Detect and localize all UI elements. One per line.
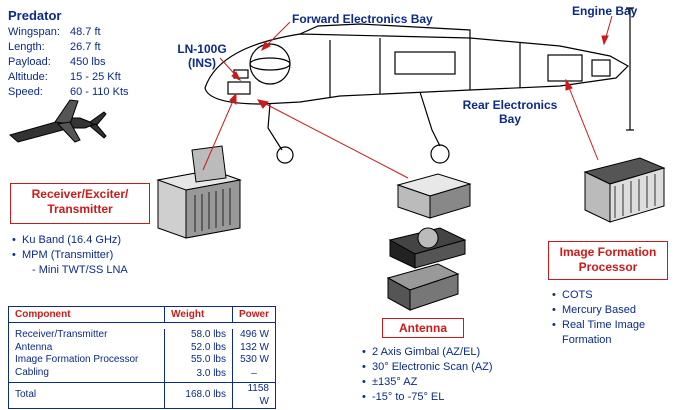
- ln100g-label: LN-100G (INS): [177, 42, 227, 70]
- table-total-row: Total 168.0 lbs 1158 W: [7, 382, 277, 409]
- table-row: Receiver/Transmitter 58.0 lbs 496 W: [7, 329, 277, 342]
- spec-wingspan: Wingspan:48.7 ft: [8, 26, 101, 38]
- ifp-hardware: [583, 157, 666, 223]
- rex-sub-bullet: - Mini TWT/SS LNA: [32, 264, 128, 276]
- engine-bay-label: Engine Bay: [572, 4, 638, 18]
- antenna-label-box: Antenna: [382, 318, 464, 338]
- rex-hardware: [156, 145, 242, 239]
- rex-bullet-2: •MPM (Transmitter): [12, 249, 114, 261]
- antenna-bullet-3: •±135° AZ: [362, 376, 418, 388]
- ifp-bullet-2: •Mercury Based: [552, 304, 636, 316]
- antenna-bullet-2: •30° Electronic Scan (AZ): [362, 361, 493, 373]
- spec-altitude: Altitude:15 - 25 Kft: [8, 71, 121, 83]
- header-weight: Weight: [164, 306, 233, 323]
- ifp-bullet-3-cont: Formation: [562, 334, 612, 346]
- header-power: Power: [231, 306, 277, 323]
- ifp-bullet-1: •COTS: [552, 289, 593, 301]
- ifp-label-box: Image Formation Processor: [548, 241, 668, 280]
- predator-silhouette: [8, 99, 107, 143]
- predator-title: Predator: [8, 8, 62, 23]
- table-row: Antenna 52.0 lbs 132 W: [7, 341, 277, 354]
- rex-bullet-1: •Ku Band (16.4 GHz): [12, 234, 122, 246]
- antenna-hardware: [386, 173, 472, 311]
- antenna-bullet-4: •-15° to -75° EL: [362, 391, 445, 403]
- antenna-bullet-1: •2 Axis Gimbal (AZ/EL): [362, 346, 481, 358]
- spec-length: Length:26.7 ft: [8, 41, 101, 53]
- rex-label-box: Receiver/Exciter/ Transmitter: [10, 183, 150, 224]
- predator-fuselage: [204, 7, 634, 164]
- rear-electronics-bay-label: Rear Electronics Bay: [462, 98, 558, 126]
- ifp-bullet-3: •Real Time Image: [552, 319, 646, 331]
- table-row: Image Formation Processor 55.0 lbs 530 W: [7, 354, 277, 367]
- header-component: Component: [7, 306, 166, 323]
- component-table: Component Weight Power Receiver/Transmit…: [7, 306, 277, 409]
- table-row: Cabling 3.0 lbs –: [7, 366, 277, 383]
- spec-speed: Speed:60 - 110 Kts: [8, 86, 129, 98]
- forward-electronics-bay-label: Forward Electronics Bay: [292, 12, 433, 26]
- table-header-row: Component Weight Power: [7, 306, 277, 323]
- pointer-arrows: [202, 15, 613, 179]
- spec-payload: Payload:450 lbs: [8, 56, 106, 68]
